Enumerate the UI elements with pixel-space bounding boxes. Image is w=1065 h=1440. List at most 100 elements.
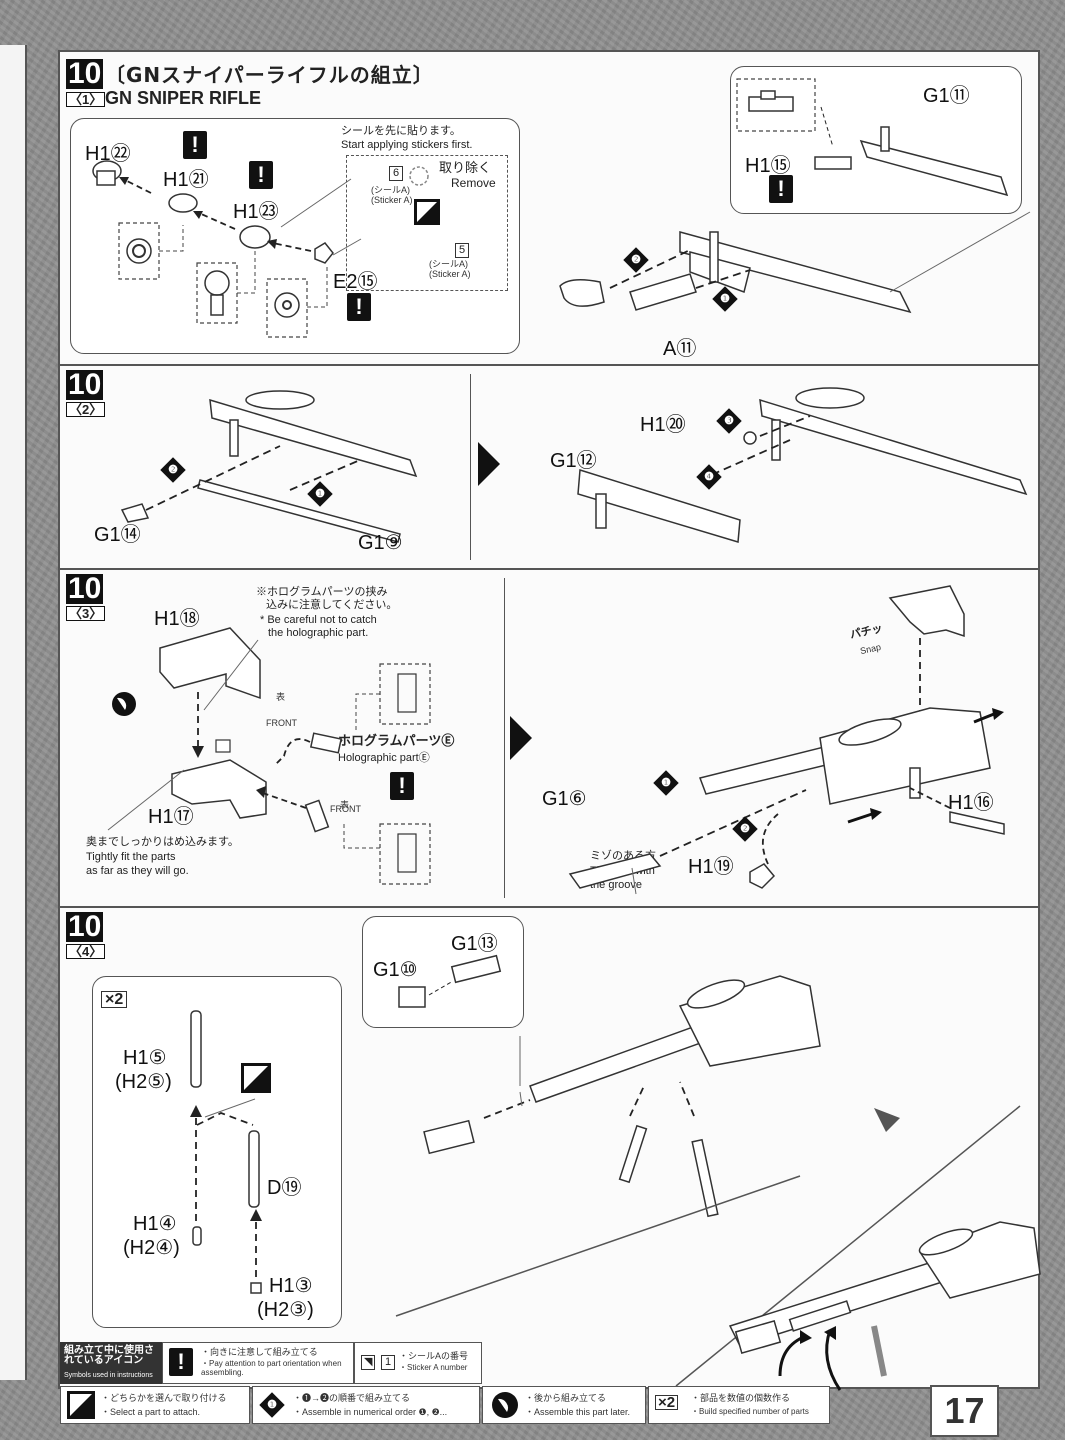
part-g1-9: G1⑨ <box>358 532 403 554</box>
remove-label-en: Remove <box>451 176 496 190</box>
section-10-2: 10 〈2〉 ❷ ❶ G1⑭ G1⑨ H1⑳ G1⑫ ❸ <box>60 364 1038 570</box>
legend-later: ・後から組み立てる ・Assemble this part later. <box>482 1386 646 1424</box>
holo-part-en: Holographic partⒺ <box>338 752 430 764</box>
legend-multiplier: ×2 ・部品を数値の個数作る ・Build specified number o… <box>648 1386 830 1424</box>
exclamation-icon: ! <box>347 293 371 321</box>
part-g1-6: G1⑥ <box>542 788 587 810</box>
next-arrow-icon <box>510 716 532 760</box>
step-1-marker: ❶ <box>307 481 333 507</box>
sub-step-label: 〈2〉 <box>66 402 106 417</box>
select-icon <box>67 1391 95 1419</box>
section-10-1: 10 〔GNスナイパーライフルの組立〕 〈1〉 GN SNIPER RIFLE … <box>60 52 1038 366</box>
legend-text-jp: ・❶→❷の順番で組み立てる <box>293 1393 411 1403</box>
sticker-a-en: (Sticker A) <box>429 269 471 279</box>
part-h1-22: H1㉒ <box>85 143 131 165</box>
legend-text-jp: ・部品を数値の個数作る <box>691 1393 791 1403</box>
rifle-step2-left <box>120 390 418 543</box>
legend-orientation: ! ・向きに注意して組み立てる ・Pay attention to part o… <box>162 1342 354 1384</box>
scope-parts-drawing <box>92 160 440 338</box>
multiplier-icon: ×2 <box>655 1395 679 1410</box>
step-1-marker: ❶ <box>712 286 738 312</box>
rifle-step2-right <box>577 387 1028 543</box>
sticker-a-en: (Sticker A) <box>371 195 413 205</box>
part-h1-17: H1⑰ <box>148 806 194 828</box>
legend-title-en: Symbols used in instructions <box>64 1372 153 1379</box>
step-number: 10 <box>66 572 104 605</box>
legend-text-jp: ・シールAの番号 <box>399 1351 469 1361</box>
step-divider <box>470 374 471 560</box>
sub-step-label: 〈1〉 <box>66 92 106 107</box>
instruction-page: 10 〔GNスナイパーライフルの組立〕 〈1〉 GN SNIPER RIFLE … <box>58 50 1041 1391</box>
later-icon <box>492 1392 518 1418</box>
legend-text-en: ・Select a part to attach. <box>101 1407 201 1417</box>
step-1-marker: ❶ <box>653 770 679 796</box>
part-h1-21: H1㉑ <box>163 169 209 191</box>
sticker-number-6: 6 <box>389 166 404 181</box>
legend-text-en: ・Assemble this part later. <box>525 1407 631 1417</box>
part-h1-20: H1⑳ <box>640 414 686 436</box>
holo-note-jp: ※ホログラムパーツの挟み <box>256 586 388 598</box>
step-3-marker: ❸ <box>716 408 742 434</box>
part-e2-15: E2⑮ <box>333 271 378 293</box>
legend-title-jp: 組み立て中に使用されているアイコン <box>64 1345 154 1366</box>
sub-step-label: 〈3〉 <box>66 606 106 621</box>
front-en: FRONT <box>330 804 361 814</box>
sticker-number: 1 <box>381 1355 396 1370</box>
part-h2-5: (H2⑤) <box>115 1071 172 1093</box>
legend-sticker: ◥ 1 ・シールAの番号 ・Sticker A number <box>354 1342 482 1384</box>
rifle-step3-right <box>568 585 1005 895</box>
exclamation-icon: ! <box>390 772 414 800</box>
section-10-3: 10 〈3〉 H1⑱ ※ホログラムパーツの挟み 込みに注意してください。 * B… <box>60 568 1038 908</box>
holo-note-en: * Be careful not to catch <box>260 614 377 626</box>
holo-note-jp-2: 込みに注意してください。 <box>266 599 398 611</box>
part-a-11: A⑪ <box>663 338 697 360</box>
exclamation-icon: ! <box>169 1348 193 1376</box>
muzzle-drawing <box>398 954 502 1008</box>
bipod-leg-drawing <box>190 1010 271 1294</box>
part-h1-23: H1㉓ <box>233 201 279 223</box>
section-10-4: 10 〈4〉 ×2 H1⑤ (H2⑤) D⑲ H1④ (H2④) H1③ (H2… <box>60 906 1041 1391</box>
part-h1-15: H1⑮ <box>745 155 791 177</box>
step-title-en: GN SNIPER RIFLE <box>105 88 262 108</box>
part-h2-4: (H2④) <box>123 1237 180 1259</box>
holographic-assembly-drawing <box>107 627 431 885</box>
step-number: 10 <box>66 368 104 401</box>
sticker-note-jp: シールを先に貼ります。 <box>341 125 461 137</box>
legend-text-jp: ・後から組み立てる <box>525 1393 607 1403</box>
legend-select: ・どちらかを選んで取り付ける ・Select a part to attach. <box>60 1386 250 1424</box>
front-jp: 表 <box>340 800 350 810</box>
bipod-leg-callout: ×2 H1⑤ (H2⑤) D⑲ H1④ (H2④) H1③ (H2③) <box>92 976 342 1328</box>
part-g1-13: G1⑬ <box>451 933 498 955</box>
sticker-a-jp: (シールA) <box>429 259 468 269</box>
multiplier-badge: ×2 <box>101 991 128 1008</box>
sticker-icon: ◥ <box>361 1355 376 1370</box>
step-number: 10 <box>66 57 104 90</box>
fit-note-jp: 奥までしっかりはめ込みます。 <box>86 836 239 848</box>
trigger-drawing <box>736 78 1009 197</box>
holo-note-en-2: the holographic part. <box>268 627 369 639</box>
front-jp: 表 <box>276 692 286 702</box>
step-order-icon: ❶ <box>259 1392 285 1418</box>
legend-text-en: ・Pay attention to part orientation when … <box>201 1359 342 1377</box>
part-h1-18: H1⑱ <box>154 608 200 630</box>
legend-text-jp: ・どちらかを選んで取り付ける <box>101 1393 227 1403</box>
sticker-number-5: 5 <box>455 243 470 258</box>
rifle-body-drawing <box>559 211 1031 314</box>
sub-step-label: 〈4〉 <box>66 944 106 959</box>
next-arrow-icon <box>478 442 500 486</box>
scope-detail-callout: シールを先に貼ります。 Start applying stickers firs… <box>70 118 520 354</box>
legend-text-en: ・Assemble in numerical order ❶, ❷... <box>293 1407 448 1417</box>
part-g1-14: G1⑭ <box>94 524 141 546</box>
front-en: FRONT <box>266 718 297 728</box>
part-h1-3: H1③ <box>269 1275 313 1297</box>
part-h1-16: H1⑯ <box>948 792 994 814</box>
fit-note-en: Tightly fit the parts <box>86 851 176 863</box>
fit-note-en-2: as far as they will go. <box>86 865 189 877</box>
trigger-detail-callout: G1⑪ H1⑮ ! <box>730 66 1022 214</box>
step-number: 10 <box>66 910 104 943</box>
rifle-step4-drawing <box>395 975 1041 1391</box>
step-2-marker: ❷ <box>732 816 758 842</box>
part-g1-10: G1⑩ <box>373 959 418 981</box>
part-h2-3: (H2③) <box>257 1299 314 1321</box>
remove-label-jp: 取り除く <box>439 160 492 175</box>
